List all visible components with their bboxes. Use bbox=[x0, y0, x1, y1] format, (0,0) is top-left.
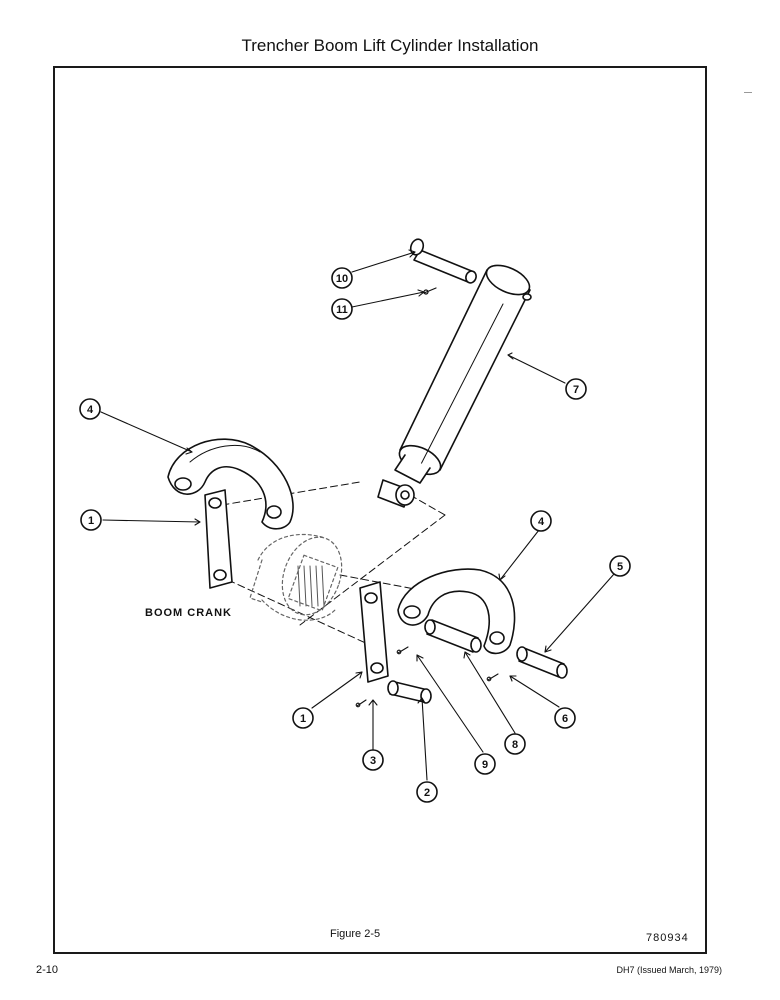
callout-11: 11 bbox=[336, 304, 348, 316]
page-title: Trencher Boom Lift Cylinder Installation bbox=[241, 36, 539, 55]
callout-1-left: 1 bbox=[88, 515, 94, 527]
callout-numbers: 10 11 7 4 1 4 5 1 6 8 3 9 2 bbox=[87, 273, 623, 799]
boom-crank-splines bbox=[297, 565, 325, 607]
scan-mark bbox=[744, 92, 752, 93]
callout-4-right: 4 bbox=[538, 516, 545, 528]
callout-9: 9 bbox=[482, 759, 488, 771]
callout-circle-4-left bbox=[79, 398, 101, 420]
callout-2: 2 bbox=[424, 787, 430, 799]
figure-frame bbox=[53, 66, 707, 954]
callout-circle-1-right bbox=[292, 707, 314, 729]
boom-crank-part bbox=[249, 533, 343, 621]
callout-circle-6 bbox=[554, 707, 576, 729]
figure-caption: Figure 2-5 bbox=[330, 928, 381, 940]
boom-crank-label: BOOM CRANK bbox=[145, 607, 232, 619]
page-number: 2-10 bbox=[36, 964, 59, 976]
leader-lines bbox=[100, 249, 615, 781]
callout-7: 7 bbox=[573, 384, 579, 396]
callout-3: 3 bbox=[370, 755, 376, 767]
callout-circle-10 bbox=[331, 267, 353, 289]
callout-8: 8 bbox=[512, 739, 518, 751]
callout-circle-3 bbox=[362, 749, 384, 771]
hydraulic-cylinder-part bbox=[377, 264, 532, 508]
right-bracket-part bbox=[397, 568, 516, 655]
callout-4-left: 4 bbox=[87, 404, 94, 416]
right-link-plate-part bbox=[359, 581, 389, 683]
callout-circle-11 bbox=[331, 298, 353, 320]
callout-circle-5 bbox=[609, 555, 631, 577]
callout-circle-1-left bbox=[80, 509, 102, 531]
left-link-plate-part bbox=[204, 489, 233, 589]
callout-5: 5 bbox=[617, 561, 623, 573]
callout-1-right: 1 bbox=[300, 713, 306, 725]
document-reference: DH7 (Issued March, 1979) bbox=[616, 965, 722, 975]
callout-circle-7 bbox=[565, 378, 587, 400]
cotter-pin-11-part bbox=[423, 287, 437, 295]
callout-circle-2 bbox=[416, 781, 438, 803]
drawing-number: 780934 bbox=[646, 932, 689, 944]
pin-10-part bbox=[409, 238, 477, 284]
callout-circle-9 bbox=[474, 753, 496, 775]
pin-8-part bbox=[424, 619, 482, 653]
callout-10: 10 bbox=[336, 273, 348, 285]
callout-6: 6 bbox=[562, 713, 568, 725]
pin-5-part bbox=[516, 646, 568, 679]
callout-circle-8 bbox=[504, 733, 526, 755]
pin-2-part bbox=[387, 680, 432, 704]
callout-circles bbox=[79, 267, 631, 803]
callout-circle-4-right bbox=[530, 510, 552, 532]
cotter-pins-part bbox=[355, 646, 499, 708]
left-bracket-part bbox=[167, 438, 294, 530]
